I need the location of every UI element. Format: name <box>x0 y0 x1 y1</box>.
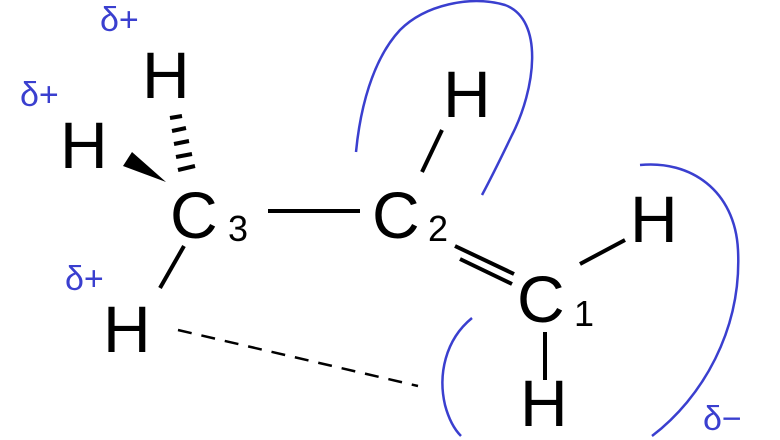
carbon-1-subscript: 1 <box>574 293 594 334</box>
hashed-bond-icon <box>169 114 196 172</box>
bond-c3-h-lower <box>158 245 186 289</box>
partial-charge-bottom-right: δ− <box>703 400 742 438</box>
carbon-3: C <box>170 178 218 252</box>
hydrogen-c1-bottom: H <box>520 366 568 440</box>
carbon-1: C <box>517 262 565 336</box>
hydrogen-lower-left: H <box>103 292 151 366</box>
p-orbital-lobe-c1-right <box>639 163 740 437</box>
partial-charge-top: δ+ <box>100 1 139 39</box>
partial-charge-lower-left: δ+ <box>65 260 104 298</box>
hydrogen-c2: H <box>443 57 491 131</box>
p-orbital-lobe-c2-top <box>354 0 534 196</box>
double-bond-c2-c1-a <box>454 244 515 276</box>
hydrogen-top: H <box>142 38 190 112</box>
bond-c1-h-right <box>579 238 626 266</box>
partial-charge-left: δ+ <box>20 76 59 114</box>
double-bond-c2-c1-b <box>459 257 513 286</box>
dashed-interaction-line <box>177 328 419 388</box>
carbon-2-subscript: 2 <box>428 208 448 249</box>
bond-c2-h <box>420 129 444 173</box>
p-orbital-lobe-c1-bottom <box>441 317 473 437</box>
carbon-2: C <box>372 178 420 252</box>
hydrogen-c1-right: H <box>630 182 678 256</box>
wedge-bond-icon <box>123 152 166 182</box>
carbon-3-subscript: 3 <box>228 208 248 249</box>
hydrogen-left: H <box>60 108 108 182</box>
